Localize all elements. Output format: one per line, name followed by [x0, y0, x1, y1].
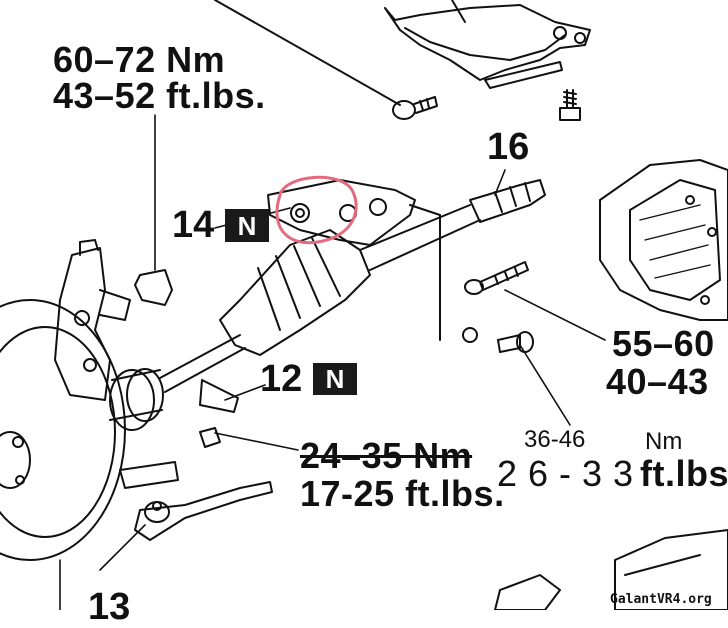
hub-disc — [0, 299, 126, 561]
top-bolt-right — [559, 89, 581, 121]
bottom-parts — [494, 529, 728, 610]
torque-far-right-ftlbs-unit: ft.lbs. — [640, 453, 728, 494]
castle-nut — [199, 379, 239, 448]
lower-nut — [134, 269, 173, 306]
transaxle-housing — [599, 159, 728, 321]
torque-center-nm: 24–35 Nm — [300, 435, 473, 476]
torque-center-ftlbs: 17-25 ft.lbs. — [300, 473, 505, 514]
torque-right-ftlbs: 40–43 — [606, 361, 709, 402]
exploded-parts-diagram — [0, 0, 728, 610]
top-bolt-left — [392, 96, 438, 120]
torque-right-nm: 55–60 — [612, 323, 715, 364]
badge-n-14: N — [225, 209, 269, 242]
part-14-label: 14 — [172, 204, 215, 246]
outer-cv-joint — [109, 368, 164, 431]
damper-nut — [290, 203, 310, 223]
watermark: GalantVR4.org — [610, 592, 712, 607]
steering-knuckle — [54, 239, 131, 401]
part-16-label: 16 — [487, 126, 530, 168]
drive-shaft — [159, 179, 546, 393]
torque-far-right-nm-unit: Nm — [645, 428, 683, 455]
tie-rod — [119, 461, 273, 541]
top-bracket — [214, 0, 591, 106]
damper-bracket — [267, 179, 534, 353]
torque-far-right-nm-value: 36-46 — [524, 426, 586, 453]
highlight-circle — [275, 175, 358, 245]
torque-top-left-ftlbs: 43–52 ft.lbs. — [53, 75, 266, 116]
badge-n-12: N — [313, 363, 357, 395]
part-12-label: 12 — [260, 358, 303, 400]
long-bolt — [464, 261, 529, 295]
torque-far-right-ftlbs-value: 2 6 - 3 3 — [497, 453, 634, 494]
part-13-label: 13 — [88, 586, 131, 628]
torque-top-left-nm: 60–72 Nm — [53, 39, 226, 80]
